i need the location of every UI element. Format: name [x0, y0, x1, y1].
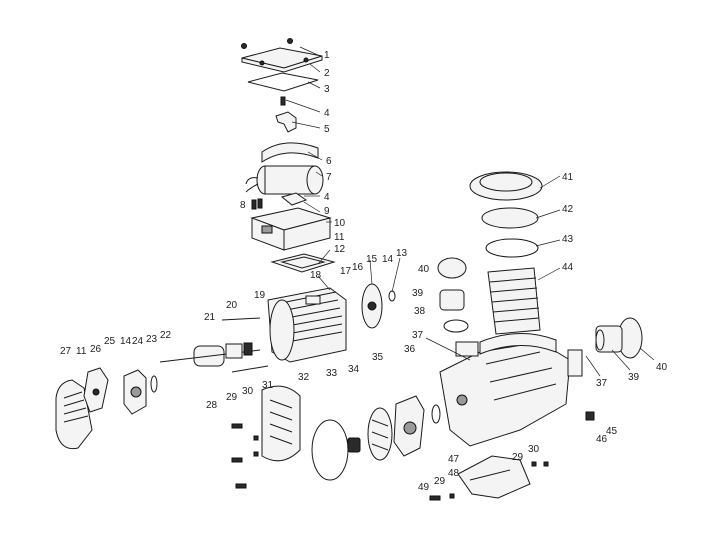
callout-42: 42: [562, 204, 574, 215]
terminal-box-cover: [241, 38, 323, 73]
callout-19: 19: [254, 290, 266, 301]
callout-26: 26: [90, 344, 102, 355]
callout-27: 27: [60, 346, 72, 357]
callout-46: 46: [596, 434, 608, 445]
callout-28: 28: [206, 400, 218, 411]
callout-41: 41: [562, 172, 574, 183]
union-nut-left: [437, 257, 467, 279]
callout-20: 20: [226, 300, 238, 311]
cable-clamp: [275, 111, 297, 133]
callout-21: 21: [204, 312, 216, 323]
callout-49: 49: [418, 482, 430, 493]
callout-4b: 4: [324, 192, 330, 203]
callout-44: 44: [562, 262, 574, 273]
lid: [481, 207, 539, 229]
callout-40b: 40: [656, 362, 668, 373]
cable-gland-screw: [280, 96, 286, 106]
callout-23: 23: [146, 334, 158, 345]
union-tail-left: [439, 289, 465, 311]
fan-cover: [55, 379, 93, 450]
callout-3: 3: [324, 84, 330, 95]
mechanical-seal: [347, 437, 361, 453]
seal-plate: [261, 385, 301, 462]
capacitor: [245, 165, 324, 195]
callout-38: 38: [414, 306, 426, 317]
callout-4: 4: [324, 108, 330, 119]
rotor-shaft: [159, 342, 261, 367]
callout-39b: 39: [628, 372, 640, 383]
callout-12: 12: [334, 244, 346, 255]
callout-16: 16: [352, 262, 364, 273]
terminal-screws: [251, 192, 308, 210]
callout-47: 47: [448, 454, 460, 465]
leader-lines: [285, 46, 655, 377]
union-o-ring-right: [595, 329, 605, 351]
callout-29c: 29: [512, 452, 524, 463]
callout-13: 13: [396, 248, 408, 259]
pump-base: [457, 455, 531, 499]
diffuser-o-ring: [311, 419, 349, 481]
callout-22: 22: [160, 330, 172, 341]
callout-24: 24: [132, 336, 144, 347]
callout-32: 32: [298, 372, 310, 383]
callout-11a: 11: [334, 232, 345, 243]
callout-30b: 30: [528, 444, 540, 455]
callout-labels: 1 2 3 4 5 6 7 4 9 8 10 11 12 13 14 15 16…: [60, 50, 668, 493]
callout-14b: 14: [120, 336, 132, 347]
diffuser-seal-ring: [431, 404, 441, 424]
rear-bearing-cover: [123, 369, 147, 415]
callout-17: 17: [340, 266, 352, 277]
callout-14a: 14: [382, 254, 394, 265]
callout-11b: 11: [76, 346, 87, 357]
callout-25: 25: [104, 336, 116, 347]
callout-36: 36: [404, 344, 416, 355]
callout-39a: 39: [412, 288, 424, 299]
callout-30a: 30: [242, 386, 254, 397]
callout-6: 6: [326, 156, 332, 167]
callout-18: 18: [310, 270, 322, 281]
drain-plug: [585, 411, 595, 421]
callout-40a: 40: [418, 264, 430, 275]
fasteners: [231, 423, 549, 501]
motor-bolts: [221, 317, 269, 373]
front-flange: [361, 283, 383, 329]
callout-7: 7: [326, 172, 332, 183]
impeller: [367, 407, 393, 461]
strainer-basket: [487, 267, 541, 335]
terminal-box-gasket: [270, 253, 336, 273]
cooling-fan: [83, 367, 109, 413]
pump-housing: [439, 332, 583, 447]
callout-37b: 37: [596, 378, 608, 389]
callout-34: 34: [348, 364, 360, 375]
flange-washer: [388, 290, 396, 302]
cover-gasket: [247, 72, 319, 92]
inlet-union: [455, 341, 479, 357]
callout-15: 15: [366, 254, 378, 265]
callout-10: 10: [334, 218, 346, 229]
callout-43: 43: [562, 234, 574, 245]
wave-washer: [150, 375, 158, 393]
callout-2: 2: [324, 68, 330, 79]
lid-o-ring: [485, 238, 539, 258]
callout-29a: 29: [226, 392, 238, 403]
callout-5: 5: [324, 124, 330, 135]
diffuser: [393, 395, 425, 457]
callout-45: 45: [606, 426, 618, 437]
union-o-ring-left: [443, 319, 469, 333]
callout-29b: 29: [434, 476, 446, 487]
callout-48: 48: [448, 468, 460, 479]
callout-35: 35: [372, 352, 384, 363]
callout-37a: 37: [412, 330, 424, 341]
capacitor-sleeve: [261, 142, 319, 163]
terminal-box: [250, 207, 332, 251]
callout-9: 9: [324, 206, 330, 217]
callout-8: 8: [240, 200, 246, 211]
motor-body: [267, 287, 347, 363]
callout-31: 31: [262, 380, 274, 391]
callout-1: 1: [324, 50, 330, 61]
strainer-lid-ring: [469, 171, 543, 201]
callout-33: 33: [326, 368, 338, 379]
